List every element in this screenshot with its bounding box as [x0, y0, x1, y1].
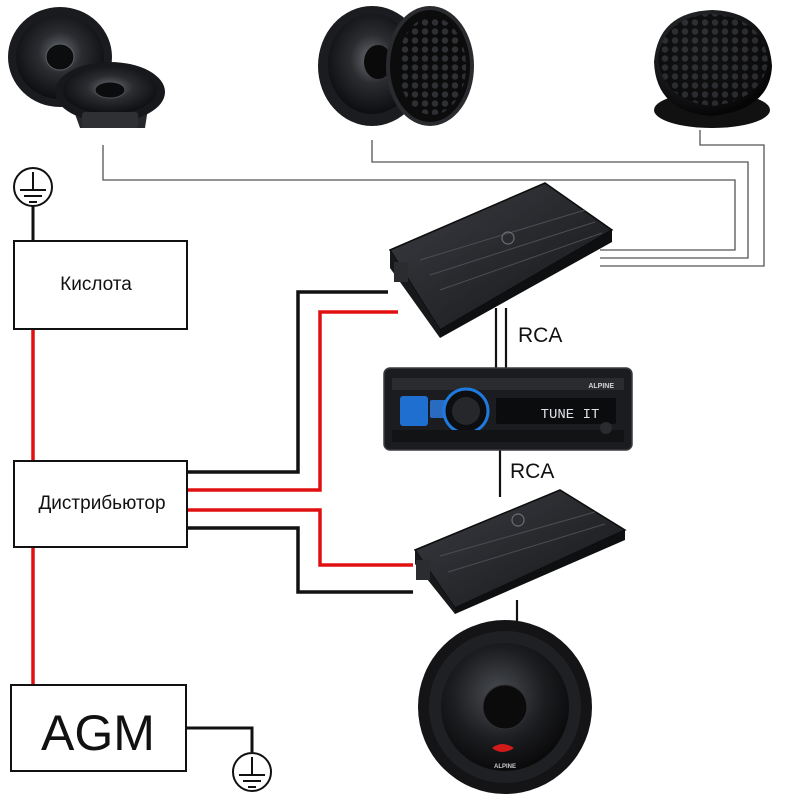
- ground-symbol-icon: [13, 167, 53, 207]
- amp-feed-wires: [187, 290, 413, 594]
- rca-top-label: RCA: [518, 324, 562, 347]
- midrange-speaker-icon: [318, 6, 474, 126]
- distributor-label: Дистрибьютор: [38, 493, 165, 514]
- ground-symbol-icon: [232, 752, 272, 792]
- woofer-wire: [102, 145, 736, 251]
- bottom-amp-power-wire: [187, 508, 413, 567]
- subwoofer-brand: ALPINE: [494, 764, 516, 770]
- woofer-speaker-icon: [8, 7, 165, 128]
- bottom-amp-ground-wire: [187, 526, 413, 594]
- rca-cables: [494, 308, 519, 622]
- head-unit-brand: ALPINE: [588, 383, 614, 390]
- top-amp-ground-wire: [187, 290, 388, 474]
- amplifier-icon: [388, 182, 614, 338]
- amplifier-icon: [413, 489, 627, 614]
- rca-bottom-label: RCA: [510, 460, 554, 483]
- acid-label: Кислота: [60, 274, 132, 295]
- subwoofer-icon: ALPINE: [418, 620, 592, 794]
- distributor-box: Дистрибьютор: [13, 460, 188, 548]
- top-amp-power-wire: [187, 310, 398, 492]
- head-unit-icon: ALPINE TUNE IT: [383, 367, 633, 451]
- acid-battery-box: Кислота: [13, 240, 188, 330]
- tweeter-wire: [600, 130, 765, 267]
- midrange-wire: [371, 140, 749, 259]
- agm-ground-wire: [186, 726, 254, 752]
- agm-battery-box: AGM: [10, 684, 187, 772]
- tweeter-icon: [654, 10, 772, 128]
- ground-wires: [31, 205, 254, 752]
- head-unit-display: TUNE IT: [541, 407, 600, 423]
- speaker-wires: [102, 130, 765, 267]
- agm-label: AGM: [41, 705, 155, 761]
